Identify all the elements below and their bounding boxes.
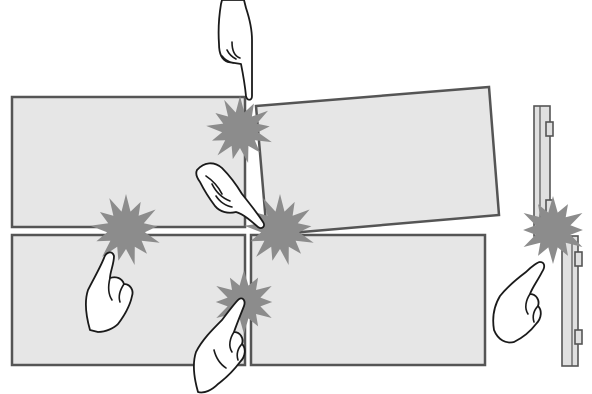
hand-pointing-up-right	[492, 261, 546, 344]
hand-pointing-down-right	[195, 162, 265, 229]
impact-burst-left-seam	[90, 194, 160, 265]
top-right-panel-tilted	[254, 85, 501, 237]
impact-burst-top-seam	[206, 96, 272, 163]
bottom-right-panel	[249, 233, 487, 367]
hand-pointing-down	[217, 0, 253, 101]
side-panel-lower	[561, 235, 583, 367]
hand-pointing-up-center	[192, 297, 246, 394]
impact-burst-side-view	[523, 196, 583, 264]
hand-pointing-up-left	[84, 251, 134, 333]
impact-burst-center-seam	[244, 194, 314, 265]
